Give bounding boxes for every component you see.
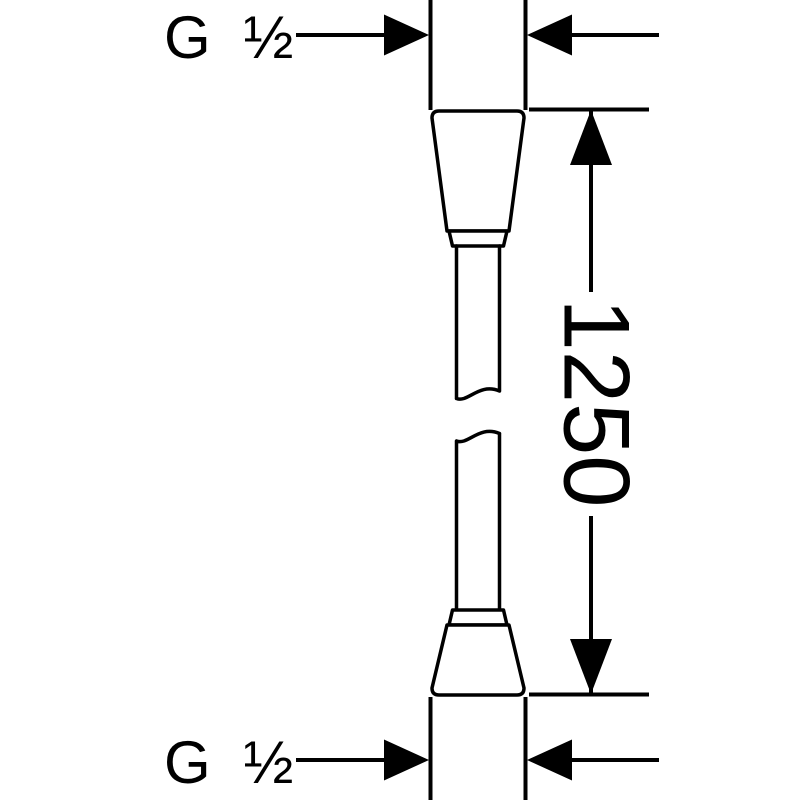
- bottom-dim-arrow-left-icon: [527, 739, 572, 781]
- hose-bottom-ferrule: [447, 608, 509, 627]
- arrowheads-group: [384, 14, 612, 781]
- length-arrow-down-icon: [570, 639, 612, 694]
- length-label: 1250: [545, 298, 650, 507]
- top-thread-label: G ½: [164, 4, 301, 71]
- length-arrow-up-icon: [570, 110, 612, 165]
- bottom-dim-arrow-right-icon: [384, 739, 429, 781]
- top-dim-arrow-right-icon: [384, 14, 429, 56]
- hose-top-connector: [430, 109, 526, 233]
- hose-tube-upper: [454, 244, 502, 401]
- hose-bottom-connector: [430, 623, 526, 697]
- extension-lines-group: [428, 0, 649, 800]
- bottom-thread-label: G ½: [164, 729, 301, 796]
- hose-drawing-group: [430, 109, 526, 697]
- top-dim-arrow-left-icon: [527, 14, 572, 56]
- hose-top-ferrule: [447, 229, 509, 248]
- hose-tube-lower: [454, 429, 502, 612]
